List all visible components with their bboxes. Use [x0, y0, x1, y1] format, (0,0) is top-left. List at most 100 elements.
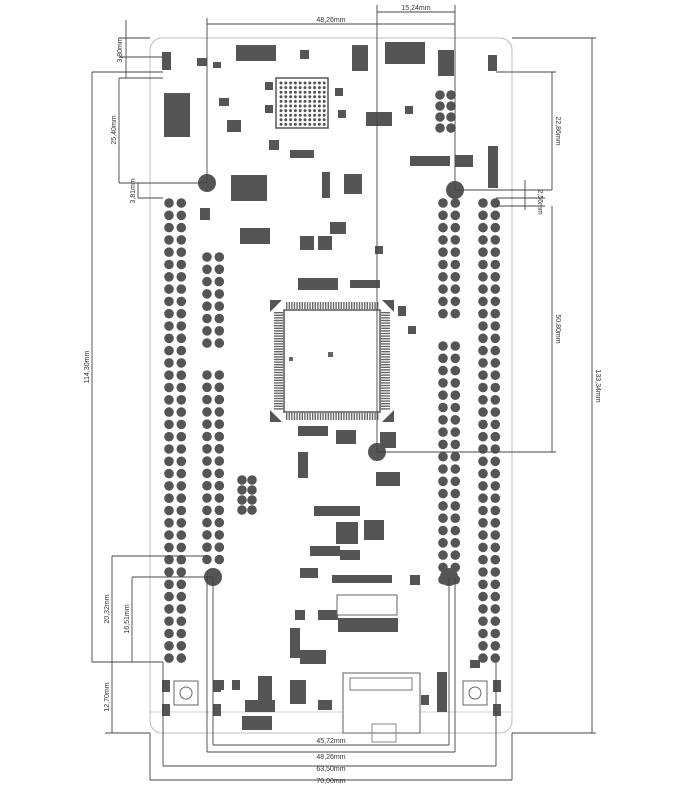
header-pin [164, 554, 174, 565]
header-pin [164, 235, 174, 245]
header-pin [490, 641, 501, 651]
smd-part [408, 326, 416, 334]
dim-bottom-c: 63,50mm [316, 766, 345, 773]
header-pin [450, 550, 461, 560]
header-pin [202, 468, 212, 479]
header-pin [214, 276, 225, 287]
smd-part [219, 98, 229, 106]
header-pin [202, 252, 212, 262]
header-pin [176, 247, 187, 257]
header-pin [478, 259, 488, 270]
header-pin [450, 501, 461, 511]
header-pin [450, 476, 461, 487]
header-pin [164, 296, 174, 307]
dim-bottom-b: 48,26mm [316, 754, 345, 761]
header-pin [164, 308, 174, 319]
header-pin [438, 210, 448, 221]
header-pin [490, 628, 501, 639]
header-pin [164, 358, 174, 368]
header-pin [450, 451, 461, 462]
header-pin [438, 247, 448, 257]
header-pin [490, 530, 501, 540]
pin-headers [164, 90, 501, 663]
header-pin [202, 419, 212, 430]
header-pin [176, 554, 187, 565]
header-pin [176, 321, 187, 331]
header-pin [164, 284, 174, 294]
header-pin [202, 480, 212, 491]
header-pin [214, 505, 225, 516]
header-pin [450, 427, 461, 437]
header-pin [490, 579, 501, 590]
header-pin [478, 247, 488, 257]
smd-part [300, 236, 314, 250]
header-pin [202, 370, 212, 380]
header-pin [438, 476, 448, 487]
header-pin [214, 370, 225, 380]
header-pin [214, 301, 225, 312]
header-pin [214, 493, 225, 503]
header-pin [237, 475, 247, 485]
smd-part [245, 700, 275, 712]
header-pin [164, 456, 174, 467]
usb-connector [342, 672, 421, 743]
header-pin [176, 444, 187, 454]
header-pin [446, 90, 456, 100]
header-pin [164, 272, 174, 282]
header-pin [214, 480, 225, 491]
header-pin [438, 222, 448, 233]
header-pin [490, 505, 501, 516]
header-pin [490, 493, 501, 504]
header-pin [478, 505, 488, 516]
header-pin [237, 495, 247, 505]
header-pin [202, 554, 212, 565]
header-pin [490, 419, 501, 430]
header-pin [478, 431, 488, 442]
smd-part [322, 172, 330, 198]
header-pin [237, 485, 247, 495]
smd-part [340, 550, 360, 560]
header-pin [214, 313, 225, 324]
header-pin [176, 419, 187, 430]
header-pin [164, 247, 174, 257]
header-pin [164, 505, 174, 516]
smd-part [375, 246, 383, 254]
smd-part [290, 150, 314, 158]
header-pin [202, 301, 212, 312]
header-pin [478, 456, 488, 467]
header-pin [247, 475, 257, 485]
header-pin [435, 112, 445, 122]
header-pin [438, 501, 448, 511]
header-pin [490, 567, 501, 577]
header-pin [490, 345, 501, 356]
header-pin [490, 321, 501, 331]
dim-left-bottom: 12,70mm [104, 682, 111, 711]
header-pin [247, 505, 257, 515]
header-pin [490, 542, 501, 553]
header-pin [490, 284, 501, 294]
header-pin [450, 488, 461, 499]
smd-part [295, 610, 305, 620]
smd-part [366, 112, 392, 126]
header-pin [438, 365, 448, 376]
header-pin [176, 591, 187, 602]
smd-part [298, 278, 338, 290]
header-pin [478, 345, 488, 356]
header-pin [164, 542, 174, 553]
smd-part [493, 680, 501, 692]
header-pin [490, 210, 501, 221]
header-pin [450, 210, 461, 221]
header-pin [478, 395, 488, 405]
header-pin [202, 276, 212, 287]
dim-right-mid: 50,80mm [554, 314, 561, 343]
header-pin [202, 264, 212, 275]
dim-left-span: 114,30mm [84, 351, 91, 384]
push-button-right [462, 680, 488, 706]
header-pin [176, 296, 187, 307]
header-pin [490, 591, 501, 602]
header-pin [490, 431, 501, 442]
header-pin [478, 591, 488, 602]
header-pin [478, 333, 488, 344]
header-pin [490, 382, 501, 393]
dim-left-small: 3,81mm [130, 178, 137, 203]
